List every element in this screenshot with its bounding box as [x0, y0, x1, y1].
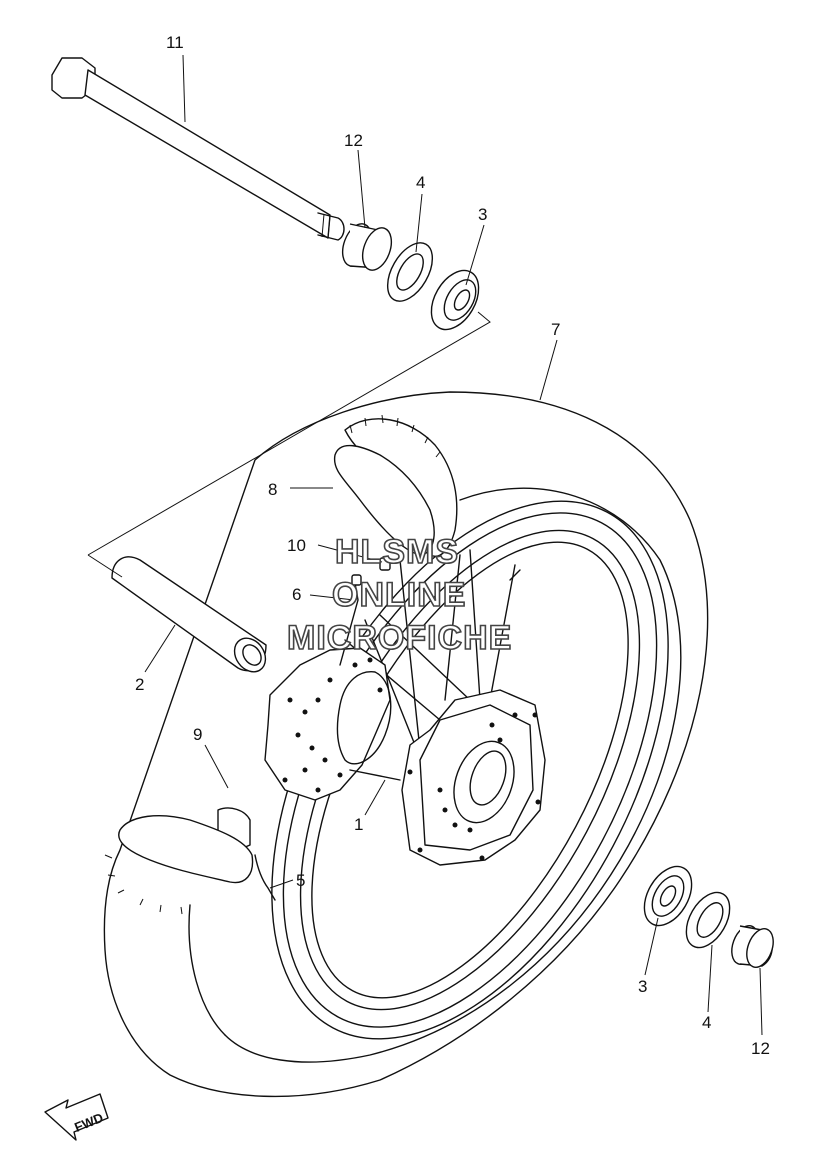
collar-part-2: [111, 556, 267, 673]
axle-part-11: [51, 57, 345, 241]
label-11: 11: [166, 33, 184, 52]
rim-band-part-5: [254, 854, 276, 901]
label-5: 5: [296, 871, 305, 890]
watermark-line-2: ONLINE: [332, 576, 466, 614]
oil-seal-part-4-lower: [685, 891, 731, 949]
label-8: 8: [268, 480, 277, 499]
label-12-lower: 12: [751, 1039, 770, 1058]
tire-part-7: [103, 391, 709, 1098]
label-3-lower: 3: [638, 977, 647, 996]
oil-seal-part-4-upper: [386, 242, 434, 302]
tube-part-9: [104, 807, 254, 915]
label-12-upper: 12: [344, 131, 363, 150]
spacer-part-12-lower: [731, 925, 774, 968]
label-10: 10: [287, 536, 306, 555]
assembly-guide-line: [87, 311, 491, 556]
label-7: 7: [551, 320, 560, 339]
label-2: 2: [135, 675, 144, 694]
label-6: 6: [292, 585, 301, 604]
label-3-upper: 3: [478, 205, 487, 224]
hub-right: [401, 689, 546, 866]
valve-cap-part-10: [379, 557, 391, 571]
label-9: 9: [193, 725, 202, 744]
spokes: [344, 549, 521, 751]
bearing-part-3-upper: [430, 269, 480, 331]
bearing-part-3-lower: [643, 865, 693, 927]
fwd-arrow-icon: FWD: [44, 1093, 109, 1141]
label-4-upper: 4: [416, 173, 425, 192]
watermark-line-1: HLSMS: [335, 533, 459, 571]
watermark-line-3: MICROFICHE: [287, 619, 512, 657]
spacer-part-12-upper: [341, 223, 393, 271]
label-4-lower: 4: [702, 1013, 711, 1032]
part-labels: 11 12 4 3 7 8 10 6 2 9 1 5 3 4 12: [135, 33, 770, 1058]
hub-left-disc: [264, 647, 401, 801]
valve-part-6: [339, 574, 362, 666]
leader-lines: [144, 54, 763, 1036]
label-1: 1: [354, 815, 363, 834]
watermark: HLSMS ONLINE MICROFICHE: [286, 532, 512, 658]
tube-part-8: [333, 414, 458, 557]
